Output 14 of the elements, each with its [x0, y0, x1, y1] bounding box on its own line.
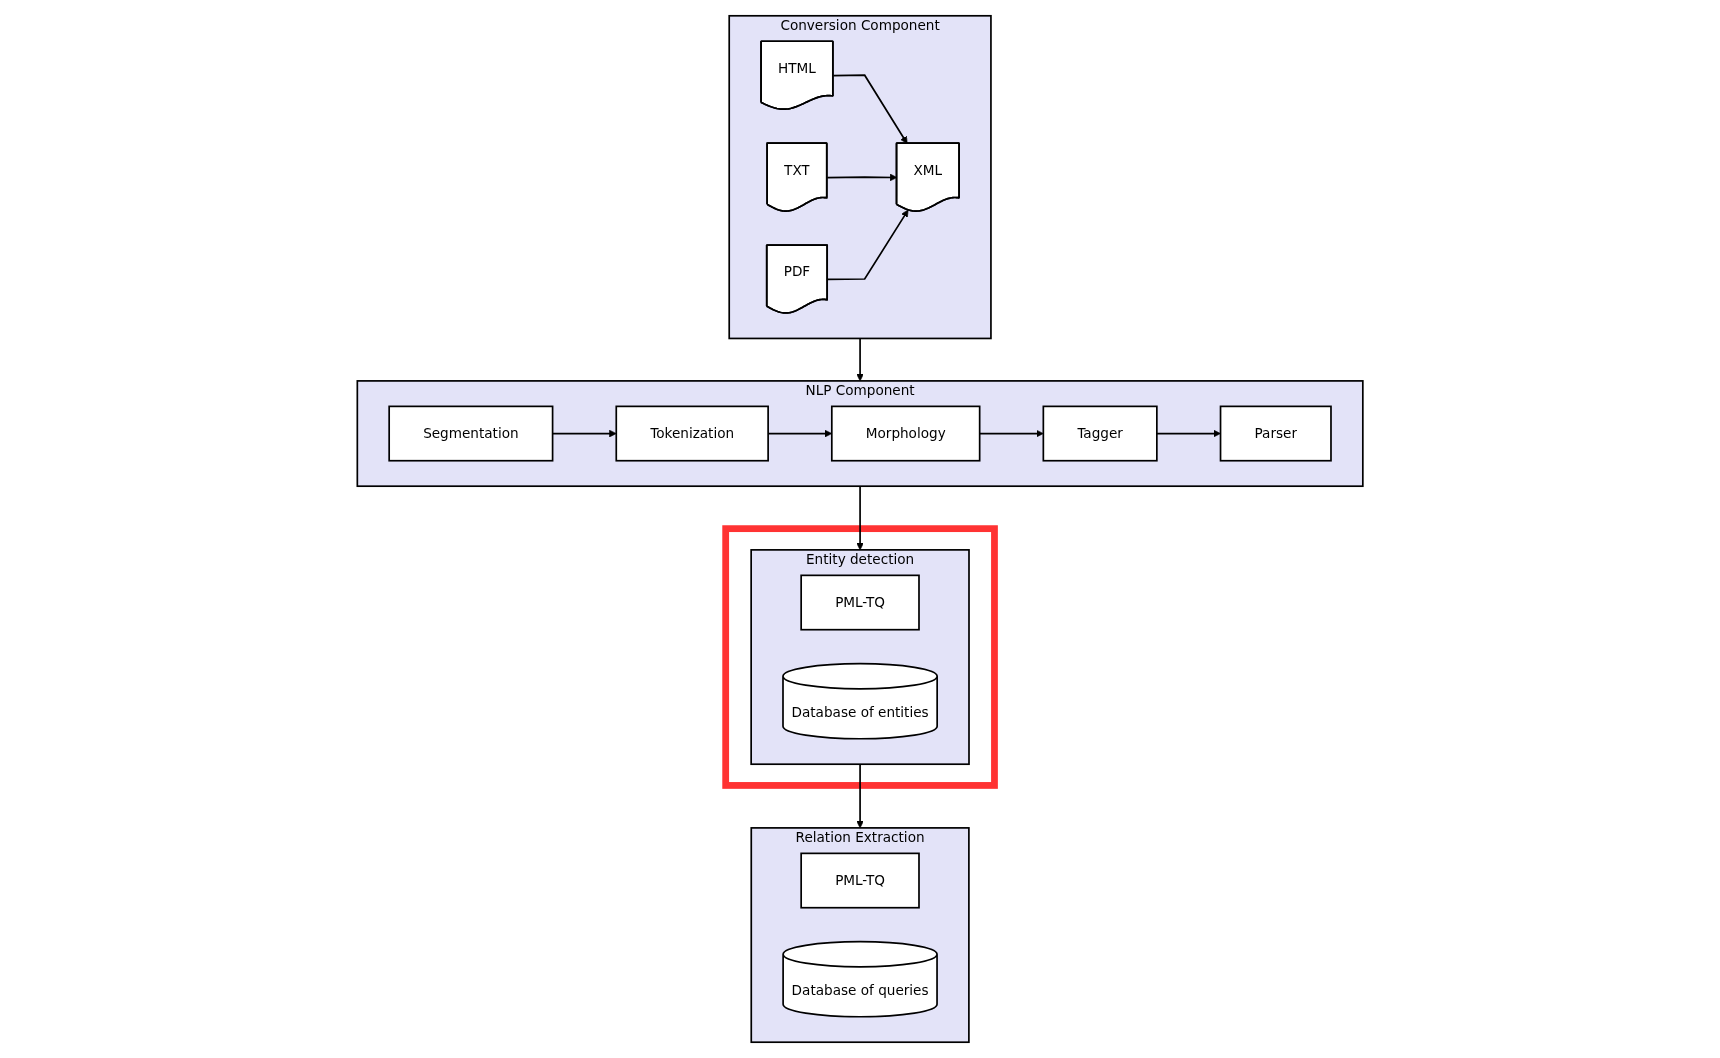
arrow	[826, 173, 898, 182]
node-box: Morphology	[830, 405, 981, 462]
cluster	[722, 525, 998, 789]
arrow	[856, 337, 864, 382]
node-box: Tagger	[1042, 405, 1158, 462]
arrow	[826, 209, 909, 281]
arrow	[856, 485, 864, 551]
node-box: PML-TQ	[800, 574, 920, 631]
node-box: PML-TQ	[800, 852, 920, 909]
arrow	[832, 74, 908, 144]
node-box: Tokenization	[615, 405, 769, 462]
node-box: Parser	[1219, 405, 1332, 462]
arrow	[856, 763, 864, 829]
node-box: Segmentation	[388, 405, 554, 462]
